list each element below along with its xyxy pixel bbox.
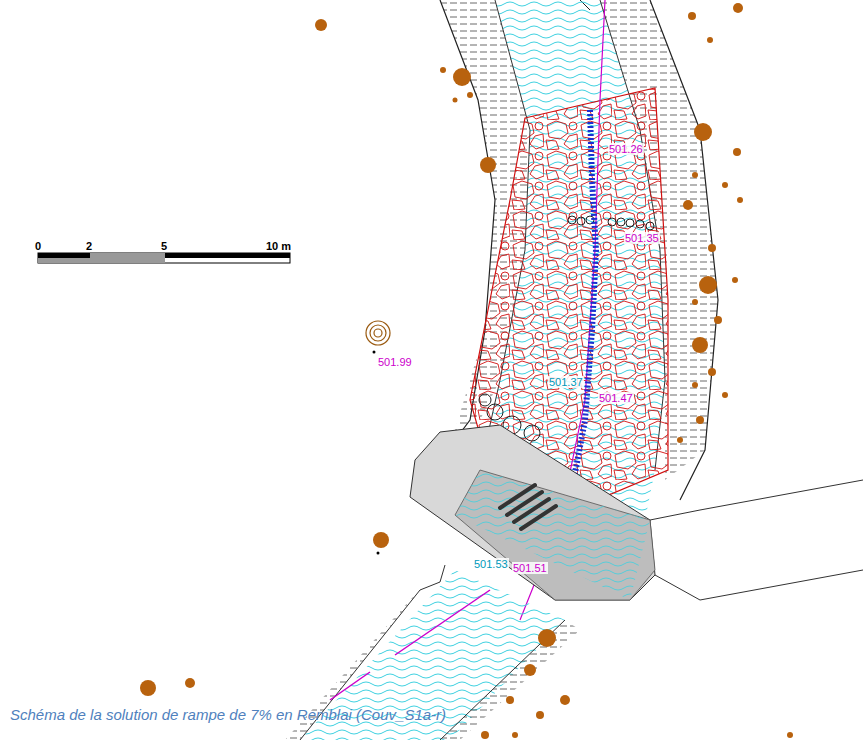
elevation-label: 501.26: [608, 143, 644, 155]
elevation-label: 501.53: [473, 558, 509, 570]
scale-number: 0: [35, 240, 41, 252]
elevation-label: 501.99: [377, 356, 413, 368]
elevation-label: 501.35: [624, 232, 660, 244]
scale-number: 10 m: [266, 240, 291, 252]
elevation-label: 501.51: [512, 562, 548, 574]
elevation-label: 501.37: [548, 376, 584, 388]
elevation-label: 501.47: [598, 392, 634, 404]
scale-number: 5: [161, 240, 167, 252]
figure-caption: Schéma de la solution de rampe de 7% en …: [10, 706, 446, 723]
scale-number: 2: [86, 240, 92, 252]
